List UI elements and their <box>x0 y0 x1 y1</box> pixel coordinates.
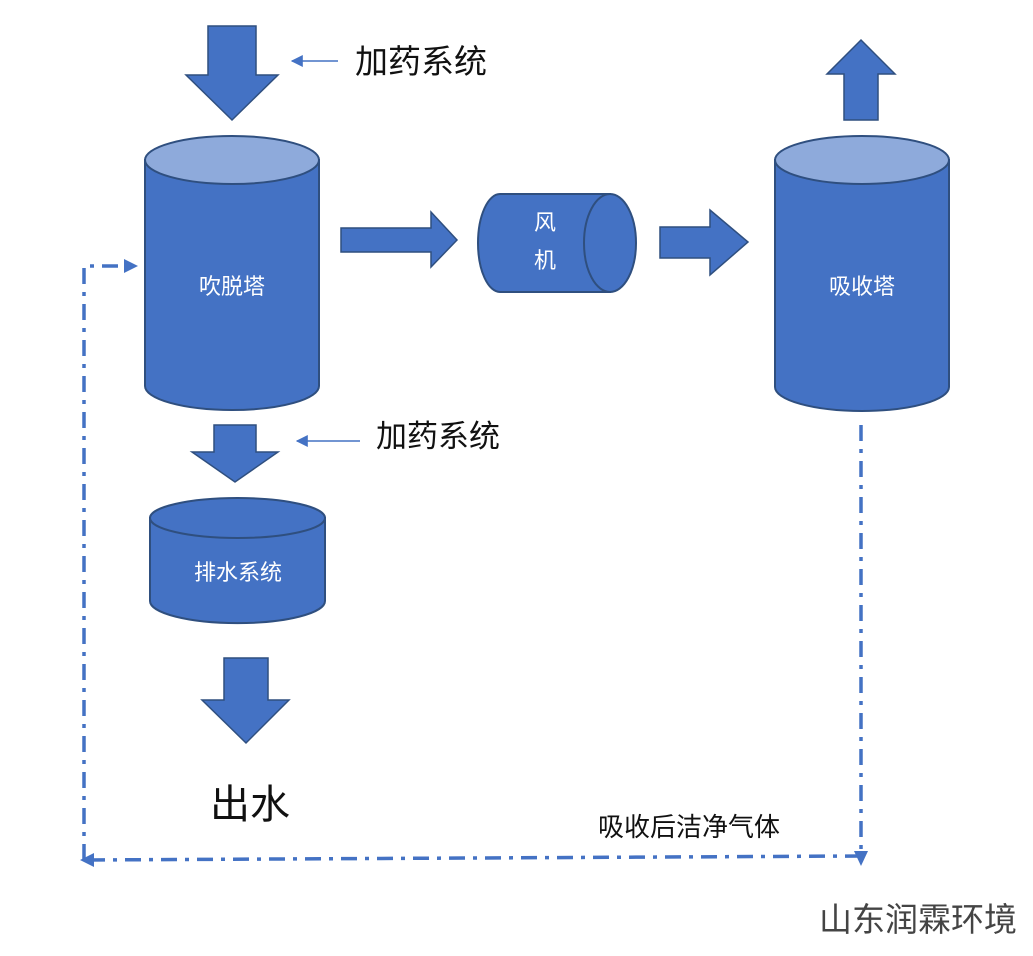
dosing-system-label-bottom: 加药系统 <box>376 419 500 455</box>
return-arrowhead-right <box>124 259 138 273</box>
drainage-system-label: 排水系统 <box>194 561 282 586</box>
exhaust-up-arrow <box>825 38 897 121</box>
water-out-label: 出水 <box>210 782 290 828</box>
clean-gas-label: 吸收后洁净气体 <box>598 813 780 843</box>
dosing-down-arrow-top <box>184 25 280 122</box>
absorption-tower: 吸收塔 <box>774 135 950 412</box>
company-watermark: 山东润霖环境 <box>819 900 1017 939</box>
water-out-down-arrow <box>200 657 291 745</box>
absorption-tower-label: 吸收塔 <box>829 275 895 300</box>
fan-label-line2: 机 <box>534 249 556 274</box>
stripping-tower-label: 吹脱塔 <box>199 275 265 300</box>
clean-gas-return-loop <box>82 264 863 862</box>
flow-arrow-to-fan <box>340 210 459 269</box>
fan: 风 机 <box>477 193 637 293</box>
flow-arrow-to-absorption <box>659 208 750 277</box>
dosing-system-label-top: 加药系统 <box>355 42 487 81</box>
drainage-system: 排水系统 <box>149 497 326 625</box>
return-arrowhead-down <box>854 851 868 866</box>
dosing-down-arrow-bottom <box>189 424 281 483</box>
stripping-tower: 吹脱塔 <box>144 135 320 411</box>
return-arrowhead-left <box>80 853 94 867</box>
fan-label-line1: 风 <box>534 211 556 236</box>
